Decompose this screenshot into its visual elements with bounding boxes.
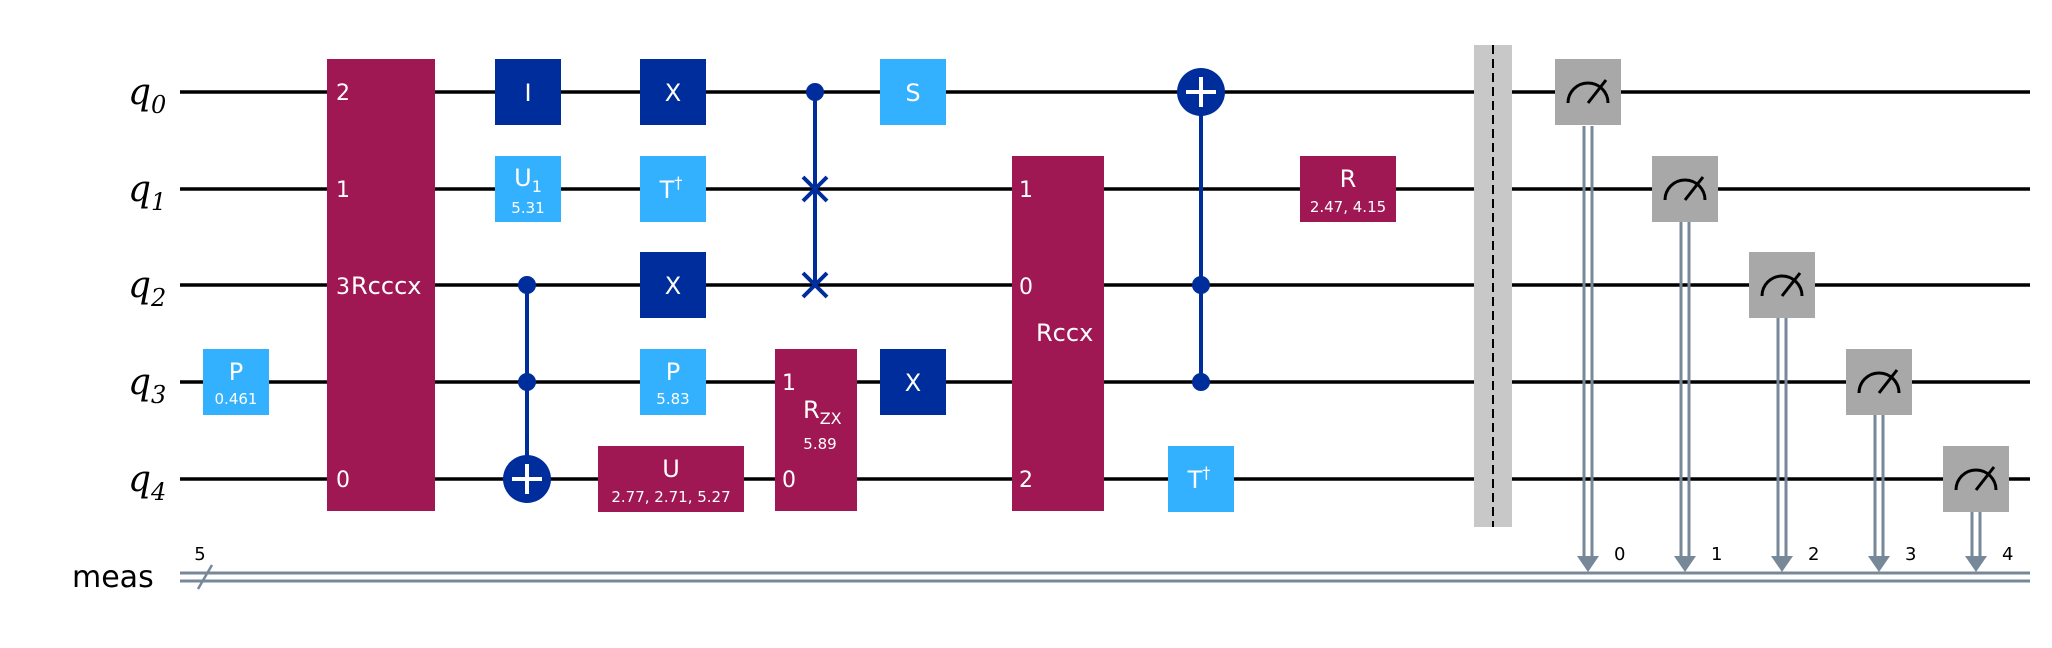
x-gate-q0-label: X <box>665 79 681 107</box>
ccx-gate <box>503 276 551 503</box>
measurement-q0: 0 <box>1555 59 1625 572</box>
qubit-label-q3: q3 <box>128 362 166 409</box>
tdg-gate-q4: T† <box>1168 446 1234 512</box>
classical-register-label: meas <box>72 560 154 595</box>
rcccx-pin-q4: 0 <box>336 468 350 493</box>
measure-bit-3: 3 <box>1905 544 1916 565</box>
r-gate-label: R <box>1340 165 1357 193</box>
x-gate-q3: X <box>880 349 946 415</box>
u1-gate-param: 5.31 <box>511 199 544 217</box>
bus-width-label: 5 <box>194 544 205 565</box>
qubit-label-q1: q1 <box>128 169 166 216</box>
measure-bit-2: 2 <box>1808 544 1819 565</box>
u-gate-q4: U 2.77, 2.71, 5.27 <box>598 446 744 512</box>
ccx2-control-q3 <box>1192 373 1210 391</box>
cswap-gate <box>801 83 829 299</box>
rzx-gate: 1 0 RZX 5.89 <box>775 349 857 511</box>
barrier <box>1474 45 1512 527</box>
cswap-control-q0 <box>806 83 824 101</box>
rzx-label: RZX <box>803 396 842 428</box>
rccx-pin-q1: 1 <box>1019 178 1033 203</box>
u-gate-q4-param: 2.77, 2.71, 5.27 <box>611 488 730 506</box>
rzx-pin-q4: 0 <box>782 468 796 493</box>
ccx-gate-2 <box>1177 68 1225 391</box>
u-gate-q4-label: U <box>662 455 680 483</box>
ccx-control-q2 <box>518 276 536 294</box>
rccx-pin-q4: 2 <box>1019 468 1033 493</box>
u1-gate-label: U1 <box>514 164 542 196</box>
x-gate-q0: X <box>640 59 706 125</box>
p-gate-q3b-label: P <box>666 358 680 386</box>
measure-bit-0: 0 <box>1614 544 1625 565</box>
x-gate-q2-label: X <box>665 272 681 300</box>
p-gate-q3-label: P <box>229 358 243 386</box>
s-gate-label: S <box>905 79 920 107</box>
p-gate-q3b-param: 5.83 <box>656 390 689 408</box>
u1-gate-q1: U1 5.31 <box>495 156 561 222</box>
swap-x-q2 <box>801 271 829 299</box>
qubit-label-q2: q2 <box>128 265 166 312</box>
tdg-gate-q1-label: T† <box>659 173 683 204</box>
ccx-control-q3 <box>518 373 536 391</box>
rcccx-pin-q0: 2 <box>336 81 350 106</box>
ccx2-control-q2 <box>1192 276 1210 294</box>
qubit-label-q0: q0 <box>128 72 166 119</box>
rcccx-pin-q1: 1 <box>336 178 350 203</box>
measurement-q4: 4 <box>1943 446 2013 572</box>
qubit-label-q4: q4 <box>128 459 166 506</box>
classical-wire: 5 <box>180 544 2030 590</box>
i-gate-label: I <box>524 79 531 107</box>
qubit-wires <box>180 90 2030 481</box>
r-gate-q1: R 2.47, 4.15 <box>1300 156 1396 222</box>
measurement-q1: 1 <box>1652 156 1722 572</box>
s-gate-q0: S <box>880 59 946 125</box>
rcccx-label: Rcccx <box>351 272 421 300</box>
measure-bit-4: 4 <box>2002 544 2013 565</box>
p-gate-q3b: P 5.83 <box>640 349 706 415</box>
i-gate-q0: I <box>495 59 561 125</box>
x-gate-q3-label: X <box>905 369 921 397</box>
bus-slash <box>196 564 214 590</box>
swap-x-q1 <box>801 175 829 203</box>
rccx-gate: 1 0 2 Rccx <box>1012 156 1104 511</box>
p-gate-q3: P 0.461 <box>203 349 269 415</box>
rzx-param: 5.89 <box>803 435 836 453</box>
r-gate-param: 2.47, 4.15 <box>1310 198 1386 216</box>
p-gate-q3-param: 0.461 <box>215 390 258 408</box>
measure-bit-1: 1 <box>1711 544 1722 565</box>
tdg-gate-q1: T† <box>640 156 706 222</box>
rcccx-pin-q2: 3 <box>336 275 350 300</box>
rccx-pin-q2: 0 <box>1019 275 1033 300</box>
qubit-labels: q0 q1 q2 q3 q4 meas <box>72 72 166 595</box>
measurement-q2: 2 <box>1749 252 1819 572</box>
rcccx-gate: 2 1 3 0 Rcccx <box>327 59 435 511</box>
rccx-label: Rccx <box>1036 319 1093 347</box>
measurement-q3: 3 <box>1846 349 1916 572</box>
tdg-gate-q4-label: T† <box>1187 463 1211 494</box>
rzx-pin-q3: 1 <box>782 371 796 396</box>
x-gate-q2: X <box>640 252 706 318</box>
